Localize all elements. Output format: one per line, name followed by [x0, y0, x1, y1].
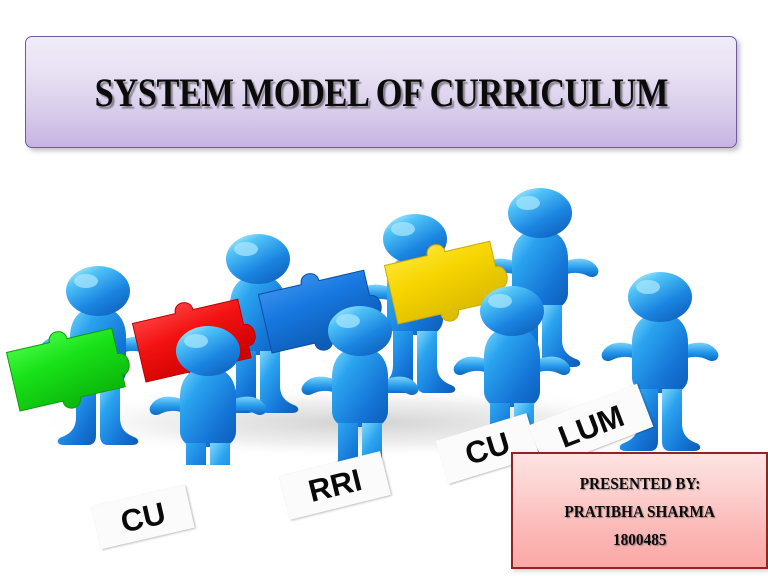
puzzle-piece-green	[5, 327, 130, 412]
presented-by-heading: PRESENTED BY:	[579, 473, 700, 493]
puzzle-artwork-svg	[5, 188, 719, 465]
puzzle-teamwork-illustration: CU RRI CU LUM	[0, 175, 768, 550]
presenter-roll-number: 1800485	[612, 529, 667, 549]
slide-title-box: SYSTEM MODEL OF CURRICULUM	[25, 36, 737, 148]
presenter-name: PRATIBHA SHARMA	[564, 501, 715, 521]
page-title: SYSTEM MODEL OF CURRICULUM	[94, 69, 668, 115]
puzzle-piece-yellow	[383, 240, 508, 325]
puzzle-label-cu-1: CU	[91, 484, 195, 550]
presenter-credit-box: PRESENTED BY: PRATIBHA SHARMA 1800485	[511, 452, 768, 569]
